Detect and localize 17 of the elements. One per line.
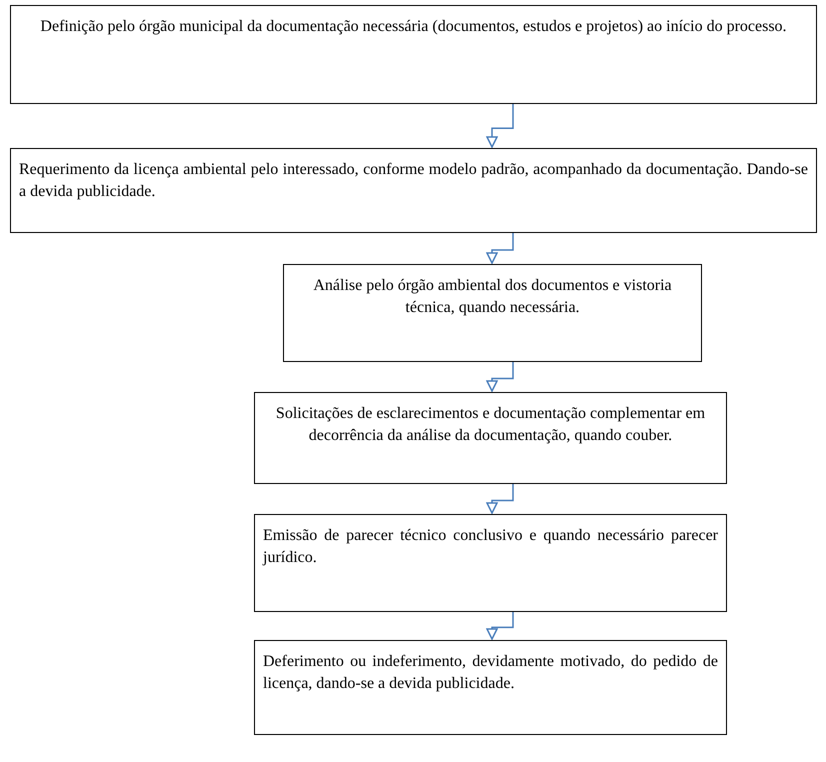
process-box <box>254 514 727 612</box>
arrow <box>486 104 514 148</box>
step-text: Requerimento da licença ambiental pelo interessado, conforme modelo padrão, acompanhado da documentação. Dando-se a devida publicidade. <box>19 160 808 202</box>
arrow <box>486 233 514 264</box>
step-text: Definição pelo órgão municipal da documentação necessária (documentos, estudos e projetos) ao início do processo. <box>39 17 788 37</box>
step-text: Deferimento ou indeferimento, devidamente motivado, do pedido de licença, dando-se a devida publicidade. <box>263 652 718 694</box>
process-box <box>10 5 817 104</box>
arrow <box>486 362 514 392</box>
process-box <box>254 392 727 484</box>
process-box <box>283 264 702 362</box>
arrow <box>486 484 514 514</box>
process-box <box>254 640 727 735</box>
step-text: Emissão de parecer técnico conclusivo e quando necessário parecer jurídico. <box>263 526 718 568</box>
process-box <box>10 148 817 233</box>
arrow <box>486 612 514 640</box>
step-text: Solicitações de esclarecimentos e documentação complementar em decorrência da análise da documentação, quando couber. <box>274 404 706 446</box>
step-text: Análise pelo órgão ambiental dos documentos e vistoria técnica, quando necessária. <box>312 276 673 318</box>
